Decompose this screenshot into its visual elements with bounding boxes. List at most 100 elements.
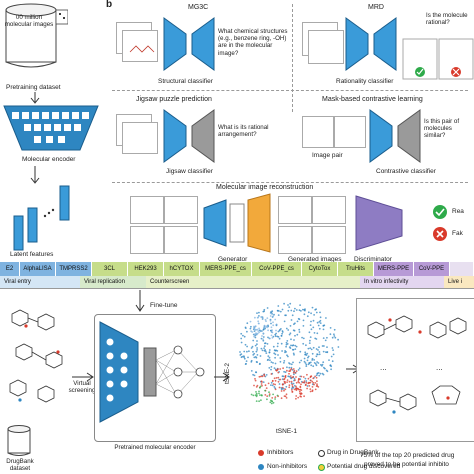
potential-drug-point	[252, 394, 255, 397]
inhibitor-point	[300, 383, 302, 386]
non-inhibitor-point	[331, 360, 334, 363]
inhibitor-point	[293, 369, 296, 372]
tsne-x-label: tSNE-1	[276, 428, 297, 435]
inhibitor-point	[298, 388, 300, 391]
non-inhibitor-point	[239, 351, 241, 353]
inhibitor-point	[277, 371, 280, 374]
non-inhibitor-point	[285, 345, 287, 348]
inhibitor-point	[288, 380, 291, 383]
inhibitor-point	[274, 388, 277, 391]
non-inhibitor-point	[256, 333, 258, 335]
inhibitor-point	[274, 379, 277, 382]
non-inhibitor-point	[267, 336, 269, 339]
non-inhibitor-point	[328, 359, 330, 361]
inhibitor-point	[279, 378, 282, 381]
non-inhibitor-point	[258, 331, 260, 334]
inhibitor-point	[288, 370, 290, 372]
inhibitor-point	[316, 380, 318, 383]
non-inhibitor-point	[285, 327, 288, 330]
non-inhibitor-point	[294, 334, 296, 337]
non-inhibitor-point	[292, 361, 294, 364]
non-inhibitor-point	[246, 322, 249, 325]
non-inhibitor-point	[269, 359, 271, 362]
non-inhibitor-point	[262, 310, 265, 313]
non-inhibitor-point	[288, 375, 291, 378]
non-inhibitor-point	[319, 322, 322, 324]
non-inhibitor-point	[252, 373, 254, 376]
non-inhibitor-point	[312, 365, 315, 368]
generated-image	[312, 196, 346, 224]
non-inhibitor-point	[314, 308, 317, 311]
non-inhibitor-point	[293, 373, 295, 376]
latent-features-label: Latent features	[10, 251, 54, 258]
inhibitor-point	[309, 390, 312, 393]
non-inhibitor-point	[332, 349, 334, 351]
inhibitor-point	[277, 380, 280, 383]
non-inhibitor-point	[270, 326, 273, 329]
structural-classifier-net	[163, 17, 215, 71]
non-inhibitor-point	[244, 343, 247, 346]
arrow-right-icon	[72, 372, 94, 382]
non-inhibitor-point	[274, 362, 277, 365]
non-inhibitor-point	[244, 363, 247, 365]
inhibitor-point	[253, 384, 255, 387]
potential-drug-point	[255, 392, 258, 395]
non-inhibitor-point	[312, 326, 315, 329]
non-inhibitor-point	[290, 309, 293, 312]
inhibitor-point	[309, 379, 312, 382]
non-inhibitor-point	[315, 355, 318, 358]
non-inhibitor-point	[329, 364, 332, 367]
generator-label: Generator	[218, 256, 248, 263]
non-inhibitor-point	[323, 345, 325, 347]
inhibitor-point	[288, 372, 290, 375]
inhibitor-point	[275, 369, 277, 372]
non-inhibitor-point	[313, 332, 316, 334]
non-inhibitor-point	[272, 315, 274, 318]
non-inhibitor-point	[256, 312, 258, 314]
non-inhibitor-point	[256, 349, 258, 351]
database-label: 00 million molecular images	[4, 14, 54, 29]
inhibitor-point	[283, 395, 286, 397]
non-inhibitor-point	[277, 314, 280, 316]
non-inhibitor-point	[264, 318, 267, 321]
inhibitor-point	[271, 397, 274, 399]
non-inhibitor-point	[246, 350, 248, 353]
non-inhibitor-point	[255, 371, 258, 374]
inhibitor-point	[271, 380, 274, 382]
contrastive-classifier-label: Contrastive classifier	[376, 168, 436, 175]
non-inhibitor-point	[304, 362, 307, 364]
non-inhibitor-point	[292, 352, 295, 355]
non-inhibitor-point	[275, 323, 278, 326]
drugbank-label: DrugBank dataset	[6, 458, 34, 473]
non-inhibitor-point	[253, 352, 256, 355]
non-inhibitor-point	[287, 309, 290, 312]
molecule-drawing	[129, 45, 155, 53]
non-inhibitor-point	[279, 360, 282, 363]
non-inhibitor-point	[267, 329, 269, 332]
non-inhibitor-point	[268, 356, 271, 359]
molecule-image	[130, 196, 164, 224]
non-inhibitor-point	[270, 384, 272, 386]
potential-drug-point	[259, 394, 261, 396]
potential-drug-point	[258, 390, 260, 393]
jigsaw-question: What is its rational arrangement?	[218, 124, 269, 139]
non-inhibitor-point	[317, 349, 319, 351]
non-inhibitor-point	[312, 346, 315, 349]
inhibitor-point	[309, 376, 312, 379]
non-inhibitor-point	[272, 335, 275, 338]
non-inhibitor-point	[315, 374, 318, 377]
non-inhibitor-point	[271, 313, 273, 315]
non-inhibitor-point	[240, 332, 243, 335]
non-inhibitor-point	[283, 360, 286, 362]
non-inhibitor-point	[319, 372, 322, 375]
non-inhibitor-point	[259, 362, 261, 365]
inhibitor-point	[316, 383, 318, 386]
non-inhibitor-point	[295, 309, 298, 311]
non-inhibitor-point	[283, 387, 285, 390]
non-inhibitor-point	[321, 372, 324, 375]
molecular-encoder-shape	[3, 105, 99, 151]
non-inhibitor-point	[303, 313, 306, 316]
potential-drug-point	[250, 393, 253, 396]
non-inhibitor-point	[280, 342, 283, 345]
non-inhibitor-point	[266, 343, 269, 345]
